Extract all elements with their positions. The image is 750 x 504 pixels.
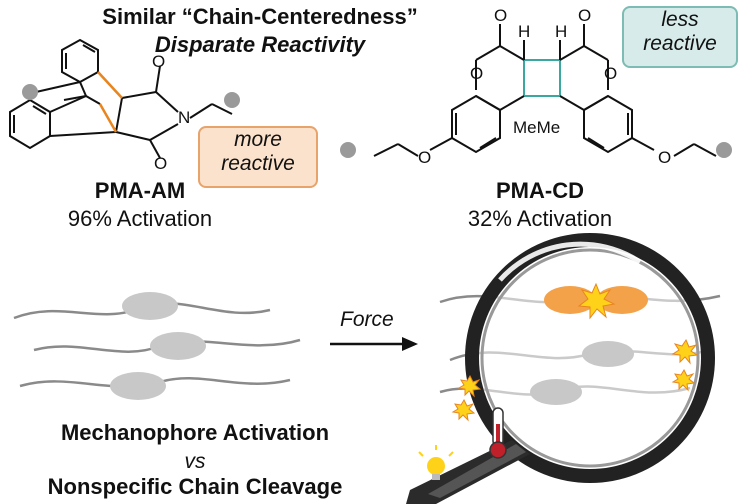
pma-am-scissile-bonds — [97, 71, 123, 133]
light-bulb-icon — [418, 445, 454, 480]
force-arrow — [330, 337, 418, 351]
compound-name-cd: PMA-CD — [496, 178, 584, 203]
mechanophore-ellipse-3 — [110, 372, 166, 400]
thermometer-icon — [489, 407, 507, 459]
compound-name-am: PMA-AM — [94, 178, 186, 203]
atom-h-cd-right: H — [555, 22, 568, 41]
atom-o-am-top: O — [152, 52, 166, 71]
polymer-bead-am-right — [224, 92, 240, 108]
badge-more-line2: reactive — [221, 152, 295, 175]
magnified-ellipse-1 — [582, 341, 634, 367]
compound-activation-cd: 32% Activation — [467, 206, 613, 231]
badge-more-line1: more — [234, 128, 282, 151]
atom-h-cd-left: H — [518, 22, 531, 41]
bottom-line1: Mechanophore Activation — [60, 420, 330, 445]
spark-center — [577, 282, 616, 320]
polymer-bead-am-left — [22, 84, 38, 100]
badge-more-reactive: more reactive — [198, 126, 318, 188]
atom-n-am: N — [178, 108, 191, 127]
magnified-ellipse-2 — [530, 379, 582, 405]
cleaved-half-left — [544, 286, 596, 314]
mechanophore-ellipse-1 — [122, 292, 178, 320]
benzene-bottom — [9, 98, 51, 150]
compound-activation-am: 96% Activation — [67, 206, 213, 231]
cleaved-half-right — [596, 286, 648, 314]
force-label: Force — [340, 308, 394, 331]
atom-o-cd-ether-left: O — [418, 148, 432, 167]
header-line1: Similar “Chain-Centeredness” — [102, 4, 418, 29]
polymer-bead-cd-right — [716, 142, 732, 158]
atom-o-cd-ether-right: O — [658, 148, 672, 167]
atom-o-cd-ring-right: O — [604, 64, 618, 83]
badge-less-line2: reactive — [643, 32, 717, 55]
cleavage-sparks — [451, 338, 699, 422]
header-line2: Disparate Reactivity — [154, 32, 366, 57]
atom-o-cd-carbonyl-left: O — [494, 6, 508, 25]
badge-less-reactive: less reactive — [622, 6, 738, 68]
polymer-bead-cd-left — [340, 142, 356, 158]
bottom-line2: Nonspecific Chain Cleavage — [47, 474, 343, 499]
magnifier-or-label: or — [455, 438, 475, 463]
atom-meme-cd: MeMe — [513, 118, 561, 137]
benzene-top — [61, 38, 99, 84]
atom-o-am-bottom: O — [154, 154, 168, 173]
atom-o-cd-carbonyl-right: O — [578, 6, 592, 25]
pma-cd-structure — [373, 24, 717, 157]
mechanophore-ellipse-2 — [150, 332, 206, 360]
atom-o-cd-ring-left: O — [470, 64, 484, 83]
badge-less-line1: less — [661, 8, 699, 31]
bottom-vs: vs — [184, 450, 206, 473]
